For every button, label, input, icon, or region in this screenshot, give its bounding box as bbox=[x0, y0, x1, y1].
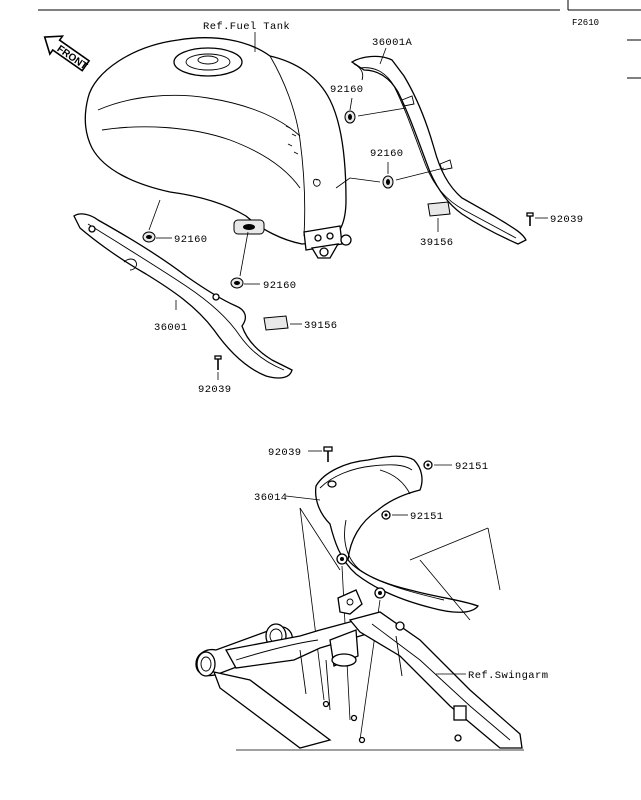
label-36014: 36014 bbox=[254, 492, 288, 504]
label-36001: 36001 bbox=[154, 322, 188, 334]
figure-code: F2610 bbox=[572, 18, 599, 28]
screw-92039-right bbox=[526, 212, 534, 226]
side-cover-left bbox=[73, 213, 293, 379]
front-arrow-icon: FRONT bbox=[43, 35, 91, 72]
screw-92039-left bbox=[214, 355, 222, 370]
pad-39156-left bbox=[263, 315, 289, 331]
label-92160-mid: 92160 bbox=[370, 148, 404, 160]
label-39156-right: 39156 bbox=[420, 237, 454, 249]
label-92160-upper: 92160 bbox=[330, 84, 364, 96]
label-92160-lower: 92160 bbox=[263, 280, 297, 292]
label-92151-lower: 92151 bbox=[410, 511, 444, 523]
label-92039-lower: 92039 bbox=[268, 447, 302, 459]
label-92151-upper: 92151 bbox=[455, 461, 489, 473]
label-92039-right: 92039 bbox=[550, 214, 584, 226]
ref-swingarm-label: Ref.Swingarm bbox=[468, 670, 548, 682]
fuel-tank bbox=[84, 37, 352, 259]
side-cover-right bbox=[350, 55, 527, 245]
bolt-92151-a bbox=[423, 460, 433, 470]
grommet-92160-b bbox=[344, 110, 356, 124]
swingarm bbox=[195, 589, 524, 751]
ref-fuel-tank-label: Ref.Fuel Tank bbox=[203, 21, 290, 33]
label-36001A: 36001A bbox=[372, 37, 413, 49]
label-92039-left: 92039 bbox=[198, 384, 232, 396]
grommet-92160-d bbox=[230, 277, 244, 289]
label-92160-left: 92160 bbox=[174, 234, 208, 246]
bolt-92151-b bbox=[381, 510, 391, 520]
page-frame bbox=[38, 0, 641, 79]
grommet-92160-c bbox=[382, 175, 394, 189]
chain-guard-36014 bbox=[314, 455, 480, 613]
pad-39156-right bbox=[427, 201, 451, 217]
grommet-92160-a bbox=[142, 231, 156, 243]
label-39156-left: 39156 bbox=[304, 320, 338, 332]
screw-92039-lower bbox=[323, 446, 333, 462]
